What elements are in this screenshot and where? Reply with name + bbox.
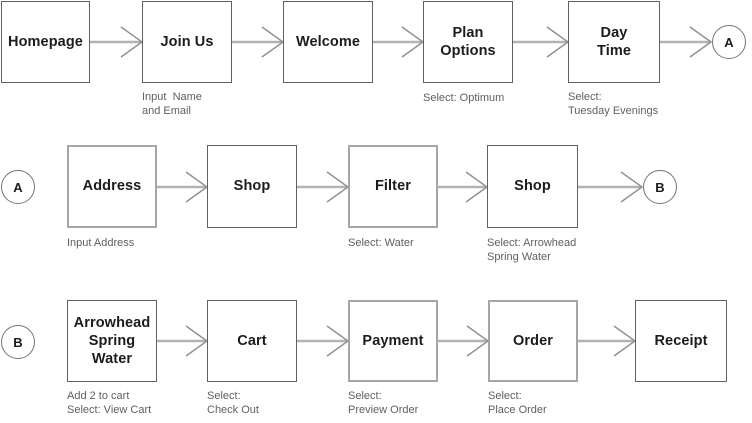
annotation-plan-options: Select: Optimum [423, 92, 505, 104]
connector-b-row3[interactable]: B [1, 325, 35, 359]
annotation-day-time: Select: Tuesday Evenings [568, 91, 659, 117]
arrow-plan-options-day-time[interactable] [513, 24, 570, 60]
annotation-cart: Select: Check Out [207, 390, 259, 416]
flow-node-label: Cart [237, 332, 267, 349]
annotation-shop-2: Select: Arrowhead Spring Water [487, 237, 577, 263]
flow-node-label: Day Time [597, 24, 631, 59]
flow-node-plan-options[interactable]: Plan Options [423, 1, 513, 83]
connector-letter: A [724, 34, 734, 50]
flow-node-welcome[interactable]: Welcome [283, 1, 373, 83]
flow-node-label: Payment [362, 332, 424, 349]
flow-node-label: Shop [233, 178, 271, 195]
flow-node-filter[interactable]: Filter [348, 145, 438, 228]
annotation-payment: Select: Preview Order [348, 390, 419, 416]
flow-node-arrowhead-spring-water[interactable]: Arrowhead Spring Water [67, 300, 157, 382]
arrow-welcome-plan-options[interactable] [373, 24, 425, 60]
flow-node-receipt[interactable]: Receipt [635, 300, 727, 382]
arrow-cart-payment[interactable] [297, 323, 350, 359]
connector-b-row2[interactable]: B [643, 170, 677, 204]
flow-node-label: Join Us [160, 33, 214, 50]
arrow-filter-shop[interactable] [438, 169, 489, 205]
flow-node-label: Homepage [8, 33, 83, 50]
annotation-order: Select: Place Order [488, 390, 547, 416]
arrow-order-receipt[interactable] [578, 323, 637, 359]
flow-node-label: Address [82, 178, 142, 195]
arrow-address-shop[interactable] [157, 169, 209, 205]
flow-node-homepage[interactable]: Homepage [1, 1, 90, 83]
flow-node-join-us[interactable]: Join Us [142, 1, 232, 83]
arrow-shop-filter[interactable] [297, 169, 350, 205]
flow-node-payment[interactable]: Payment [348, 300, 438, 382]
flow-node-shop-2[interactable]: Shop [487, 145, 578, 228]
flow-node-label: Order [513, 332, 553, 349]
connector-letter: B [13, 334, 23, 350]
flow-node-order[interactable]: Order [488, 300, 578, 382]
annotation-filter: Select: Water [348, 237, 414, 249]
flow-node-cart[interactable]: Cart [207, 300, 297, 382]
flow-node-shop-1[interactable]: Shop [207, 145, 297, 228]
flow-node-label: Arrowhead Spring Water [73, 314, 151, 368]
arrow-arrowhead-cart[interactable] [157, 323, 209, 359]
flow-node-day-time[interactable]: Day Time [568, 1, 660, 83]
flow-node-label: Shop [514, 178, 551, 195]
arrow-shop-connector-b[interactable] [578, 169, 644, 205]
flow-node-label: Plan Options [440, 24, 496, 59]
arrow-payment-order[interactable] [438, 323, 490, 359]
arrow-homepage-join-us[interactable] [90, 24, 144, 60]
flow-node-label: Receipt [654, 332, 708, 349]
connector-a-row2[interactable]: A [1, 170, 35, 204]
annotation-join-us: Input Name and Email [142, 91, 202, 117]
arrow-day-time-connector-a[interactable] [660, 24, 713, 60]
flow-node-label: Filter [374, 178, 412, 195]
flow-node-label: Welcome [295, 33, 361, 50]
annotation-arrowhead-spring-water: Add 2 to cart Select: View Cart [67, 390, 152, 416]
connector-a-row1[interactable]: A [712, 25, 746, 59]
connector-letter: B [655, 179, 665, 195]
annotation-address: Input Address [67, 237, 135, 249]
connector-letter: A [13, 179, 23, 195]
flow-node-address[interactable]: Address [67, 145, 157, 228]
arrow-join-us-welcome[interactable] [232, 24, 285, 60]
